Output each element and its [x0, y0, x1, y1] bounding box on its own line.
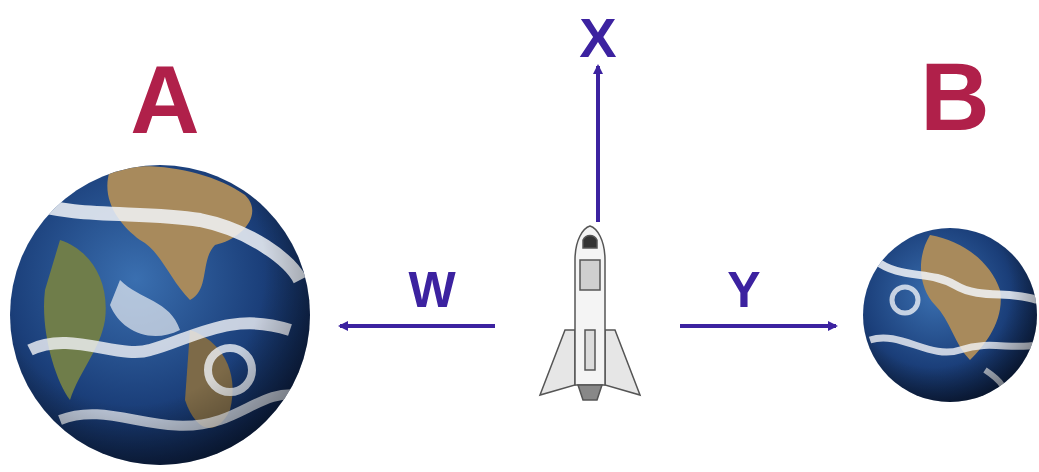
force-label: X — [579, 10, 616, 66]
arrow-w — [340, 324, 495, 328]
planet-label: A — [130, 52, 199, 148]
planet-b — [863, 228, 1037, 402]
force-label: W — [408, 265, 455, 315]
planet-label: B — [920, 49, 989, 145]
arrow-y — [680, 324, 836, 328]
arrow-x — [596, 66, 600, 222]
space-shuttle — [540, 226, 640, 400]
force-label: Y — [727, 265, 760, 315]
planet-a — [10, 165, 310, 465]
